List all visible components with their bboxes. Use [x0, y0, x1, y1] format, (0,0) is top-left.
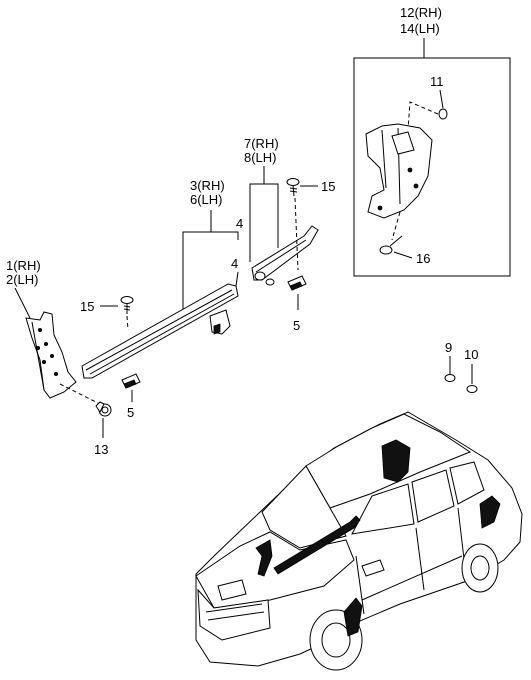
screw-16: [379, 245, 393, 255]
boxed-assembly: 12(RH) 14(LH) 11 16: [353, 5, 511, 277]
clip-part-13: 13: [59, 383, 112, 457]
callout-12: 12(RH): [400, 5, 442, 20]
car-side-mirror: [361, 559, 385, 577]
callout-11: 11: [430, 74, 444, 89]
callout-4-upper: 4: [236, 216, 243, 231]
leader-line: [14, 287, 31, 319]
callout-3: 3(RH): [190, 178, 225, 193]
vehicle-illustration: [195, 411, 523, 671]
fastener-11: [438, 108, 448, 120]
screw-part-15-center: 15: [286, 178, 335, 271]
callout-16: 16: [416, 251, 430, 266]
leader-line: [393, 251, 413, 259]
car-windshield: [261, 465, 347, 549]
leader-line: [439, 89, 444, 109]
highlight-bracket: [381, 439, 411, 483]
sill-strip-shape: [81, 283, 239, 379]
callout-4-lower: 4: [231, 256, 238, 271]
callout-15-center: 15: [321, 179, 335, 194]
callout-7: 7(RH): [244, 136, 279, 151]
callout-5-upper: 5: [293, 318, 300, 333]
highlight-sill-strip: [273, 515, 361, 575]
clip-part-5-upper: 5: [287, 275, 307, 333]
callout-9: 9: [445, 340, 452, 355]
callout-6: 6(LH): [190, 192, 223, 207]
car-front-bumper: [197, 588, 271, 641]
screw-head: [120, 296, 134, 304]
sill-strip-part: 3(RH) 6(LH) 4 4: [81, 178, 243, 379]
callout-10: 10: [464, 347, 478, 362]
pad-10: [466, 385, 478, 393]
callout-1: 1(RH): [6, 258, 41, 273]
car-headlight: [217, 579, 247, 601]
highlight-rear-trim: [479, 495, 501, 529]
pad-parts: 9 10: [444, 340, 478, 393]
door-trim-part: 7(RH) 8(LH): [244, 136, 319, 286]
callout-14: 14(LH): [400, 21, 440, 36]
callout-13: 13: [94, 442, 108, 457]
callout-2: 2(LH): [6, 272, 39, 287]
assembly-frame: [353, 57, 511, 277]
screw-head: [286, 178, 300, 186]
car-front-window: [351, 483, 415, 535]
bracket-line: [249, 183, 279, 262]
highlight-door-trim: [343, 597, 363, 637]
assembly-dash-line: [59, 383, 101, 405]
pad-9: [444, 374, 456, 382]
screw-part-15-left: 15: [80, 296, 134, 331]
car-rear-window: [411, 469, 455, 523]
highlight-pillar-trim: [255, 539, 273, 577]
callout-8: 8(LH): [244, 150, 277, 165]
clip-part-5-lower: 5: [121, 373, 141, 420]
callout-15-left: 15: [80, 299, 94, 314]
pillar-trim-part: 1(RH) 2(LH): [6, 258, 77, 399]
callout-5-lower: 5: [127, 405, 134, 420]
